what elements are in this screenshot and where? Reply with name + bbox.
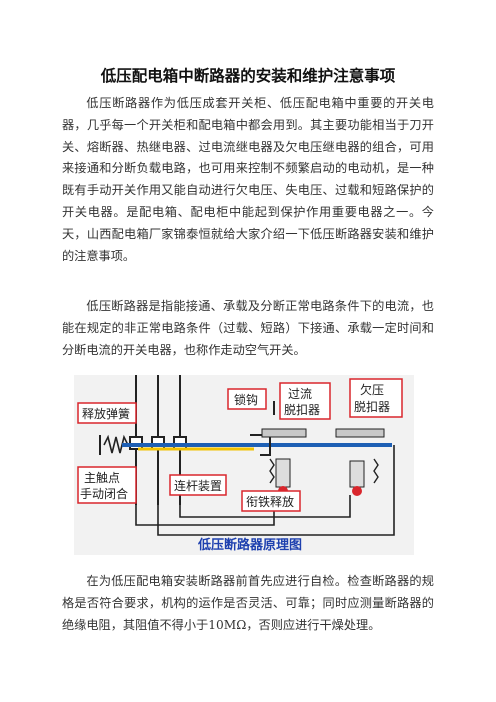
label-main-contact-line1: 主触点 bbox=[84, 471, 120, 485]
label-overcurrent-line1: 过流 bbox=[288, 387, 312, 401]
label-main-contact-line2: 手动闭合 bbox=[80, 486, 128, 501]
label-armature-release: 衔铁释放 bbox=[246, 494, 294, 509]
label-release-spring: 释放弹簧 bbox=[82, 406, 130, 421]
page-title: 低压配电箱中断路器的安装和维护注意事项 bbox=[100, 67, 396, 85]
lock-hook bbox=[250, 434, 271, 456]
label-lock-hook: 锁钩 bbox=[234, 392, 258, 407]
circuit-breaker-diagram: 释放弹簧 锁钩 过流 脱扣器 欠压 脱扣器 主触点 手动闭合 连杆装置 衔铁释放… bbox=[74, 375, 414, 555]
paragraph-inspection: 在为低压配电箱安装断路器前首先应进行自检。检查断路器的规格是否符合要求，机构的运… bbox=[62, 574, 434, 632]
label-overcurrent-line2: 脱扣器 bbox=[284, 402, 320, 417]
label-undervoltage-line1: 欠压 bbox=[360, 382, 384, 397]
diagram-caption: 低压断路器原理图 bbox=[197, 537, 302, 553]
label-linkage: 连杆装置 bbox=[174, 478, 222, 493]
label-undervoltage-line2: 脱扣器 bbox=[354, 399, 390, 414]
paragraph-definition: 低压断路器是指能接通、承载及分断正常电路条件下的电流，也能在规定的非正常电路条件… bbox=[62, 299, 434, 357]
paragraph-intro: 低压断路器作为低压成套开关柜、低压配电箱中重要的开关电器，几乎每一个开关柜和配电… bbox=[62, 96, 434, 263]
release-spring bbox=[103, 434, 129, 454]
labels: 释放弹簧 锁钩 过流 脱扣器 欠压 脱扣器 主触点 手动闭合 连杆装置 衔铁释放 bbox=[77, 378, 403, 512]
undervoltage-trip-device bbox=[335, 428, 385, 496]
